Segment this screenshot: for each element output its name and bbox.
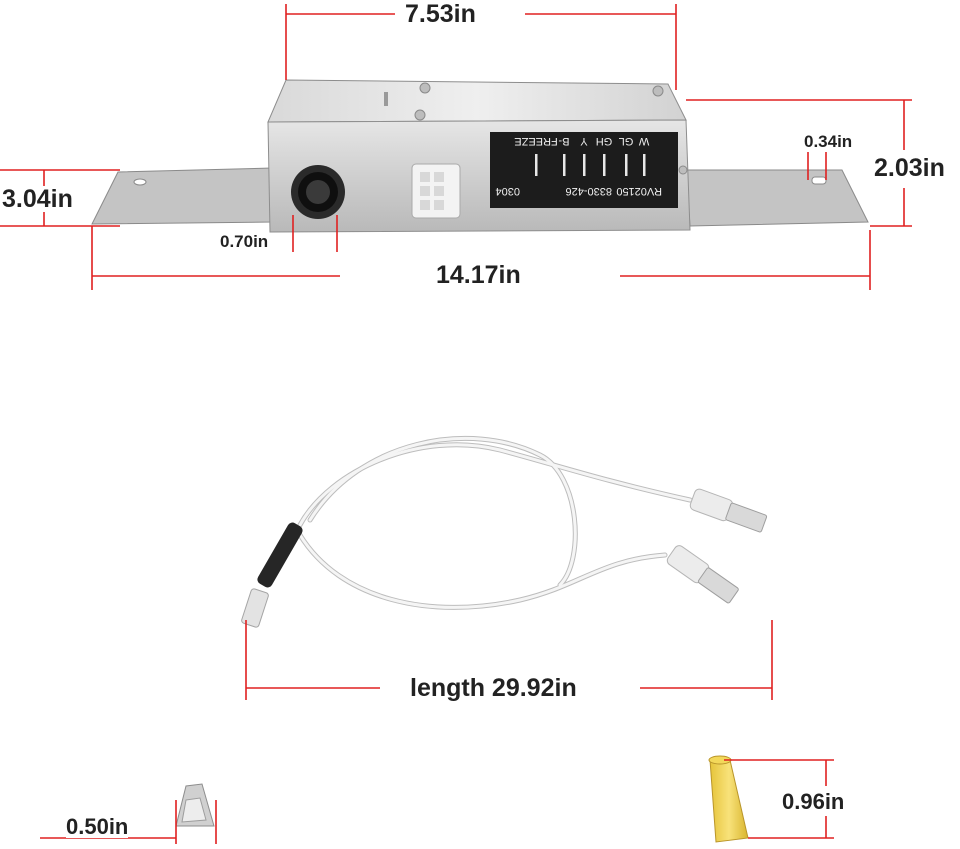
pin-terminal <box>535 154 538 176</box>
dimension-lines-nut <box>724 759 834 839</box>
wire-connector-plug <box>411 163 461 219</box>
grommet <box>291 165 345 219</box>
date-code: 0304 <box>496 185 520 197</box>
wire-length-label: length 29.92in <box>410 674 577 702</box>
bracket-height-label: 3.04in <box>2 185 73 213</box>
overall-length-label: 14.17in <box>436 261 521 289</box>
sensor-wire-harness <box>241 436 768 628</box>
box-top <box>267 79 687 123</box>
part-number: 8330-426 <box>566 185 613 197</box>
bracket-slot-right <box>811 176 827 185</box>
model-number: RV02150 <box>616 185 662 197</box>
bracket-hole-left <box>133 178 147 186</box>
pin-terminal <box>583 154 586 176</box>
wire-nut <box>708 755 749 843</box>
pin-terminal <box>625 154 628 176</box>
heat-shrink-sleeve <box>257 522 303 588</box>
pin-label: GL <box>619 135 634 147</box>
screw <box>419 82 431 94</box>
box-height-label: 2.03in <box>874 154 945 182</box>
pin-terminal <box>563 154 566 176</box>
screw <box>652 85 664 97</box>
dimension-lines-top <box>0 4 912 290</box>
mounting-bracket-right <box>685 169 869 227</box>
pin-label: GH <box>596 135 613 147</box>
pin-terminal <box>603 154 606 176</box>
grommet-diameter-label: 0.70in <box>220 232 269 251</box>
mounting-bracket <box>91 167 273 225</box>
pin-label: FREEZE <box>514 135 557 147</box>
dimension-lines-clip <box>40 800 217 844</box>
clip-size-label: 0.50in <box>66 814 129 839</box>
control-board-assembly: W GL GH Y B-FREEZE RV02150 8330-426 0304 <box>91 79 869 233</box>
spade-terminal <box>666 545 739 604</box>
stud <box>384 92 388 106</box>
pin-label: Y <box>580 135 588 147</box>
spade-terminal <box>689 488 768 533</box>
mounting-clip <box>175 783 215 827</box>
slot-width-label: 0.34in <box>804 132 853 151</box>
box-width-label: 7.53in <box>405 0 476 28</box>
pin-terminal <box>643 154 646 176</box>
screw <box>414 109 426 121</box>
dimension-lines-wire <box>245 620 773 700</box>
pin-label: W <box>638 135 649 147</box>
pin-label: B- <box>558 135 569 147</box>
label-plate: W GL GH Y B-FREEZE RV02150 8330-426 0304 <box>490 132 688 208</box>
sensor-probe <box>241 588 269 628</box>
pin-terminals: W GL GH Y B-FREEZE <box>514 135 649 176</box>
connector-height-label: 0.96in <box>782 789 845 814</box>
